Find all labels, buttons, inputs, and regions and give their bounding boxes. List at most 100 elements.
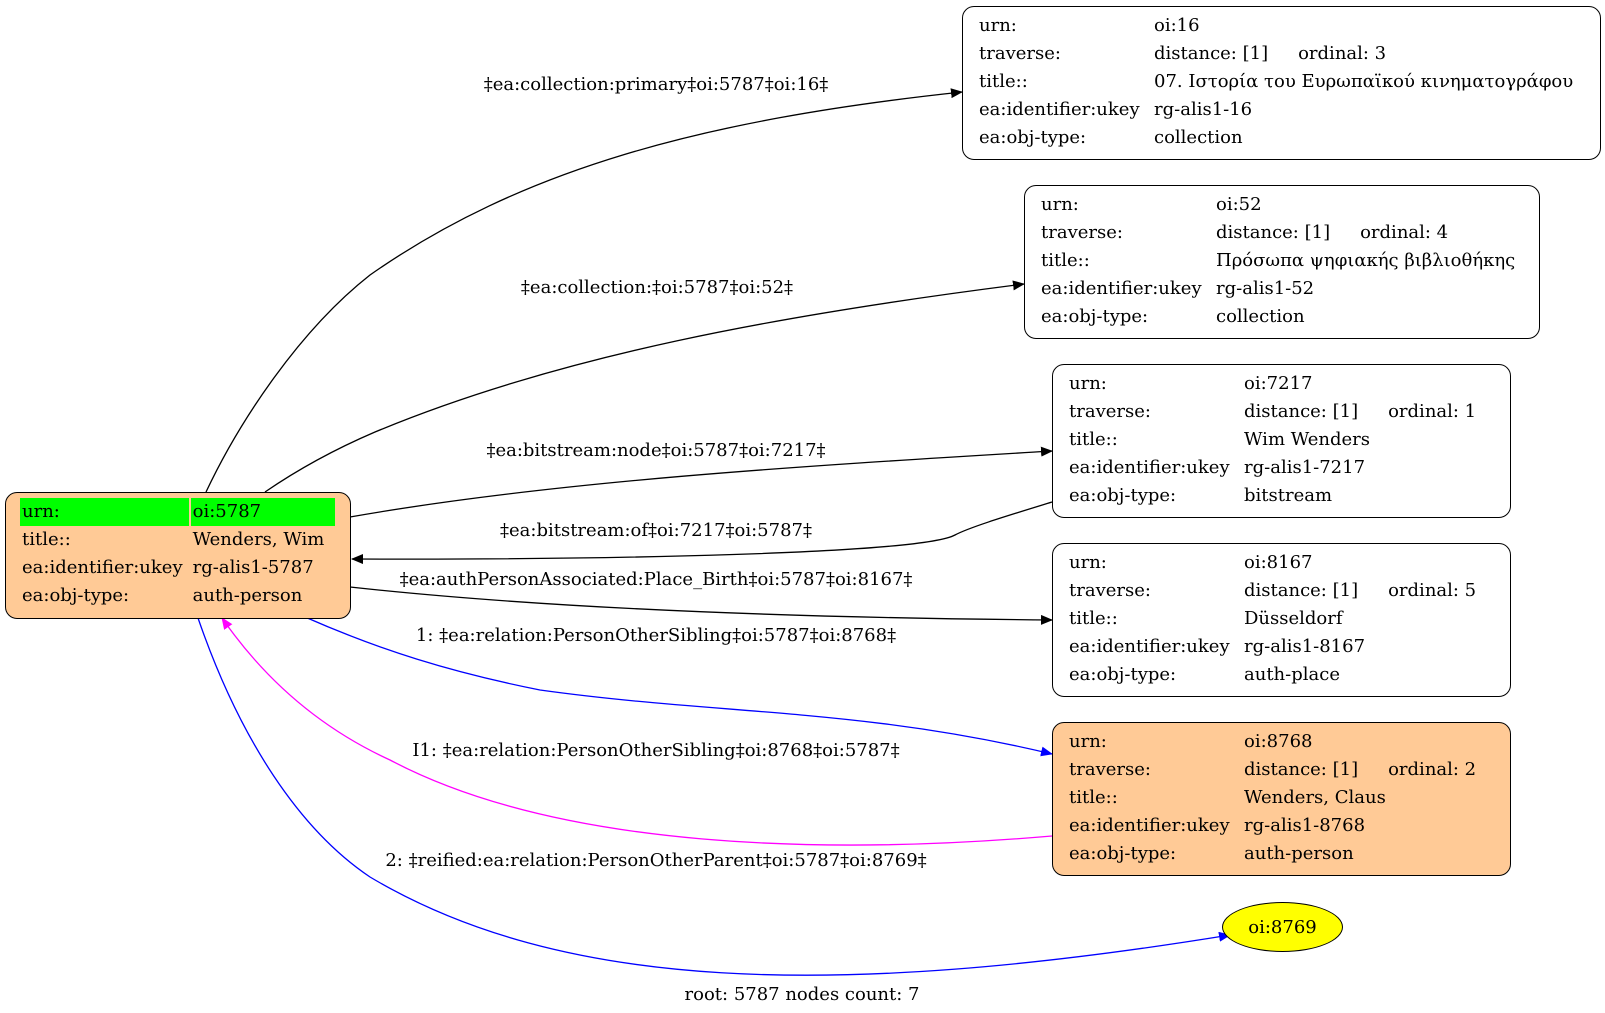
row-value: oi:7217 bbox=[1244, 373, 1313, 394]
row-value: Düsseldorf bbox=[1244, 608, 1343, 629]
row-value: bitstream bbox=[1244, 485, 1333, 506]
edge-label-oi8768-back: I1: ‡ea:relation:PersonOtherSibling‡oi:8… bbox=[412, 740, 900, 761]
edge-label-oi52: ‡ea:collection:‡oi:5787‡oi:52‡ bbox=[520, 277, 794, 298]
edge-from-oi8768 bbox=[221, 617, 1053, 846]
node-row-urn: urn: oi:16 bbox=[977, 12, 1575, 40]
edge-to-oi16 bbox=[205, 88, 963, 493]
node-table: urn: oi:8167 traverse: distance: [1] ordina… bbox=[1065, 549, 1480, 689]
node-row-traverse: traverse: distance: [1] ordinal: 1 bbox=[1067, 398, 1478, 426]
row-key: ea:identifier:ukey bbox=[1069, 636, 1230, 657]
row-key: traverse: bbox=[1069, 580, 1151, 601]
node-row-ukey: ea:identifier:ukey rg-alis1-8167 bbox=[1067, 633, 1478, 661]
graph-footer: root: 5787 nodes count: 7 bbox=[684, 984, 920, 1005]
row-value: rg-alis1-8167 bbox=[1244, 636, 1366, 657]
traverse-ordinal: ordinal: 5 bbox=[1388, 580, 1477, 601]
row-value: oi:16 bbox=[1154, 15, 1200, 36]
row-key: traverse: bbox=[1069, 759, 1151, 780]
row-value: collection bbox=[1154, 127, 1243, 148]
node-row-ukey: ea:identifier:ukey rg-alis1-7217 bbox=[1067, 454, 1478, 482]
traverse-ordinal: ordinal: 4 bbox=[1360, 222, 1449, 243]
row-key: traverse: bbox=[1041, 222, 1123, 243]
node-row-urn: urn: oi:8768 bbox=[1067, 728, 1478, 756]
row-value: rg-alis1-8768 bbox=[1244, 815, 1366, 836]
row-key: urn: bbox=[1069, 731, 1107, 752]
row-key: ea:identifier:ukey bbox=[1069, 457, 1230, 478]
row-key: ea:obj-type: bbox=[1069, 664, 1177, 685]
node-row-urn: urn: oi:5787 bbox=[20, 498, 335, 526]
traverse-distance: distance: [1] bbox=[1244, 759, 1359, 780]
traverse-distance: distance: [1] bbox=[1244, 580, 1359, 601]
node-row-type: ea:obj-type: auth-person bbox=[20, 582, 335, 610]
row-value: auth-person bbox=[192, 585, 303, 606]
edge-to-oi8768 bbox=[304, 616, 1053, 757]
row-value: oi:8768 bbox=[1244, 731, 1313, 752]
traverse-distance: distance: [1] bbox=[1216, 222, 1331, 243]
node-oi-8768[interactable]: urn:oi:8768 traverse:distance: [1]ordina… bbox=[1052, 722, 1511, 876]
node-row-title: title::Wim Wenders bbox=[1067, 426, 1478, 454]
row-key: title:: bbox=[1069, 608, 1118, 629]
node-row-urn: urn: oi:52 bbox=[1039, 191, 1517, 219]
row-key: ea:obj-type: bbox=[1069, 843, 1177, 864]
ellipse-label: oi:8769 bbox=[1248, 916, 1317, 938]
row-key: urn: bbox=[1069, 373, 1107, 394]
node-oi-52[interactable]: urn: oi:52 traverse: distance: [1] ordinal:… bbox=[1024, 185, 1540, 339]
row-key: ea:identifier:ukey bbox=[1041, 278, 1202, 299]
row-value: rg-alis1-7217 bbox=[1244, 457, 1366, 478]
row-key: urn: bbox=[979, 15, 1017, 36]
node-row-title: title::Πρόσωπα ψηφιακής βιβλιοθήκης bbox=[1039, 247, 1517, 275]
node-row-ukey: ea:identifier:ukey rg-alis1-52 bbox=[1039, 275, 1517, 303]
traverse-ordinal: ordinal: 1 bbox=[1388, 401, 1477, 422]
row-key: ea:obj-type: bbox=[22, 585, 130, 606]
node-row-ukey: ea:identifier:ukey rg-alis1-5787 bbox=[20, 554, 335, 582]
node-row-type: ea:obj-type:auth-person bbox=[1067, 840, 1478, 868]
node-row-traverse: traverse:distance: [1]ordinal: 3 bbox=[977, 40, 1575, 68]
node-row-title: title::Wenders, Claus bbox=[1067, 784, 1478, 812]
node-oi-8167[interactable]: urn: oi:8167 traverse: distance: [1] ordina… bbox=[1052, 543, 1511, 697]
edge-label-oi16: ‡ea:collection:primary‡oi:5787‡oi:16‡ bbox=[483, 74, 829, 95]
row-value: auth-place bbox=[1244, 664, 1340, 685]
row-key: urn: bbox=[1041, 194, 1079, 215]
node-row-title: title:: Wenders, Wim bbox=[20, 526, 335, 554]
row-value: rg-alis1-52 bbox=[1216, 278, 1315, 299]
row-value: rg-alis1-5787 bbox=[192, 557, 314, 578]
row-key: urn: bbox=[20, 498, 189, 526]
row-key: title:: bbox=[22, 529, 71, 550]
node-root-table: urn: oi:5787 title:: Wenders, Wim ea:ide… bbox=[18, 498, 337, 610]
traverse-ordinal: ordinal: 3 bbox=[1298, 43, 1387, 64]
row-key: urn: bbox=[1069, 552, 1107, 573]
traverse-distance: distance: [1] bbox=[1244, 401, 1359, 422]
node-table: urn: oi:52 traverse: distance: [1] ordinal:… bbox=[1037, 191, 1519, 331]
node-row-type: ea:obj-type: collection bbox=[977, 124, 1575, 152]
edge-label-oi7217-back: ‡ea:bitstream:of‡oi:7217‡oi:5787‡ bbox=[500, 520, 812, 541]
node-row-traverse: traverse: distance: [1] ordinal: 4 bbox=[1039, 219, 1517, 247]
node-oi-5787[interactable]: urn: oi:5787 title:: Wenders, Wim ea:ide… bbox=[5, 492, 351, 619]
row-key: traverse: bbox=[979, 43, 1061, 64]
edge-label-oi8167: ‡ea:authPersonAssociated:Place_Birth‡oi:… bbox=[399, 569, 913, 590]
row-key: ea:obj-type: bbox=[979, 127, 1087, 148]
row-key: traverse: bbox=[1069, 401, 1151, 422]
row-value: Wenders, Wim bbox=[192, 529, 325, 550]
node-table: urn:oi:8768 traverse:distance: [1]ordina… bbox=[1065, 728, 1480, 868]
node-oi-8769[interactable]: oi:8769 bbox=[1222, 902, 1343, 952]
node-table: urn: oi:16 traverse:distance: [1]ordinal:… bbox=[975, 12, 1577, 152]
node-row-title: title::Düsseldorf bbox=[1067, 605, 1478, 633]
node-row-urn: urn: oi:8167 bbox=[1067, 549, 1478, 577]
node-row-title: title::07. Ιστορία του Ευρωπαϊκού κινημα… bbox=[977, 68, 1575, 96]
node-row-urn: urn: oi:7217 bbox=[1067, 370, 1478, 398]
row-value: oi:52 bbox=[1216, 194, 1262, 215]
edge-to-oi8167 bbox=[349, 586, 1053, 625]
row-key: title:: bbox=[979, 71, 1028, 92]
row-value: Πρόσωπα ψηφιακής βιβλιοθήκης bbox=[1216, 250, 1516, 271]
node-row-type: ea:obj-type:bitstream bbox=[1067, 482, 1478, 510]
row-value: oi:8167 bbox=[1244, 552, 1313, 573]
row-value: 07. Ιστορία του Ευρωπαϊκού κινηματογράφο… bbox=[1154, 71, 1574, 92]
row-value: Wenders, Claus bbox=[1244, 787, 1386, 808]
edge-label-oi8768: 1: ‡ea:relation:PersonOtherSibling‡oi:57… bbox=[415, 625, 897, 646]
node-oi-16[interactable]: urn: oi:16 traverse:distance: [1]ordinal:… bbox=[962, 6, 1601, 160]
row-key: title:: bbox=[1069, 429, 1118, 450]
node-oi-7217[interactable]: urn: oi:7217 traverse: distance: [1] ordina… bbox=[1052, 364, 1511, 518]
